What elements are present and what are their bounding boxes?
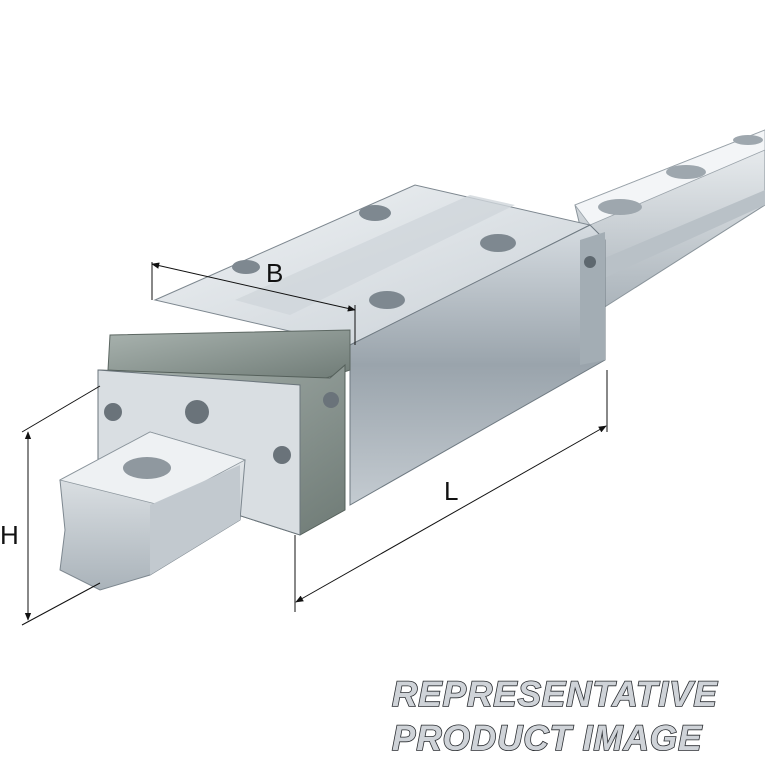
- lube-nipple-icon: [584, 256, 596, 268]
- rail-hole: [666, 165, 706, 179]
- guide-rail-front: [58, 431, 247, 591]
- watermark-line-2: PRODUCT IMAGE: [392, 719, 703, 758]
- rail-hole: [123, 457, 171, 479]
- mounting-hole: [232, 260, 260, 274]
- dimension-h: [21, 385, 101, 626]
- dimension-l-label: L: [444, 476, 458, 506]
- guide-rail-rear: [574, 129, 765, 311]
- screw-icon: [273, 446, 291, 464]
- dimension-h-label: H: [0, 520, 19, 550]
- mounting-hole: [480, 234, 516, 252]
- dimension-b-label: B: [266, 258, 283, 288]
- rail-hole: [733, 135, 763, 145]
- watermark-line-1: REPRESENTATIVE: [392, 675, 718, 714]
- screw-icon: [104, 403, 122, 421]
- mounting-hole: [359, 205, 391, 221]
- dimension-l: [294, 370, 608, 612]
- rail-hole: [598, 199, 642, 215]
- screw-icon: [185, 400, 209, 424]
- mounting-hole: [369, 291, 405, 309]
- watermark: REPRESENTATIVE PRODUCT IMAGE: [391, 674, 718, 759]
- screw-icon: [323, 392, 339, 408]
- dimension-b: [151, 262, 356, 345]
